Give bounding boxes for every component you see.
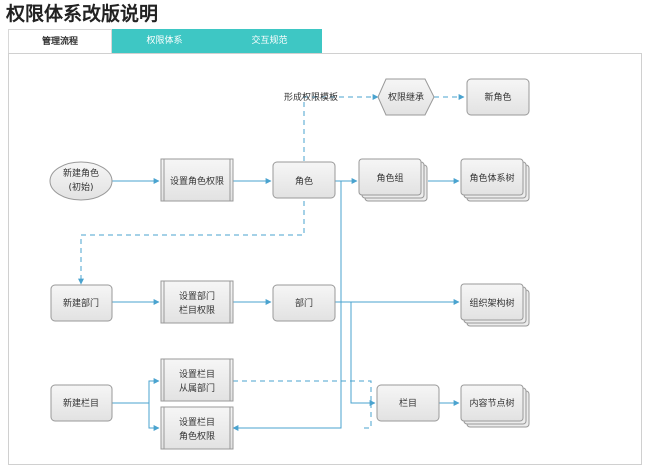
node-new-role-initial-line1: 新建角色 — [63, 167, 99, 179]
edge-newcol-to-setcoldept — [112, 378, 160, 404]
node-new-role-initial — [49, 161, 113, 201]
node-column — [376, 384, 440, 422]
node-new-column — [50, 384, 113, 422]
node-role-group-label: 角色组 — [376, 172, 403, 184]
node-set-column-role-line1: 设置栏目 — [179, 416, 215, 428]
node-dept — [272, 284, 336, 322]
node-set-dept-line1: 设置部门 — [179, 290, 215, 302]
node-role — [272, 161, 336, 199]
tab-permission-system[interactable]: 权限体系 — [112, 29, 217, 53]
node-set-column-dept-line1: 设置栏目 — [179, 368, 215, 380]
diagram-canvas: 新建角色 (初始) 设置角色权限 角色 角色组 角色体系树 形成权限模板 权限继… — [8, 53, 642, 465]
node-new-role — [466, 78, 530, 116]
node-set-dept — [160, 280, 234, 324]
page-title: 权限体系改版说明 — [6, 3, 159, 25]
edge-role-to-inherit — [303, 94, 379, 161]
tab-bar: 管理流程 权限体系 交互规范 — [8, 29, 322, 53]
node-set-column-role-line2: 角色权限 — [179, 430, 215, 442]
node-new-column-label: 新建栏目 — [63, 397, 99, 409]
node-set-dept-line2: 栏目权限 — [179, 304, 215, 316]
node-set-column-role — [160, 406, 234, 450]
node-content-tree-label: 内容节点树 — [469, 397, 514, 409]
node-new-role-initial-line2: (初始) — [68, 181, 93, 193]
node-role-tree — [460, 158, 530, 202]
node-role-group — [358, 158, 428, 202]
node-role-tree-label: 角色体系树 — [469, 172, 514, 184]
node-role-label: 角色 — [295, 175, 313, 187]
node-new-role-label: 新角色 — [484, 91, 511, 103]
edge-newcol-to-setcolrole — [148, 403, 160, 431]
edge-dashed-tail — [361, 403, 372, 429]
node-set-role-perm-label: 设置角色权限 — [170, 175, 224, 187]
edge-setcoldept-to-column — [233, 380, 372, 403]
node-inherit-label: 权限继承 — [388, 91, 424, 103]
edge-role-to-newdept — [78, 201, 305, 285]
edge-dept-to-column — [350, 302, 376, 406]
node-org-tree — [460, 283, 530, 327]
node-set-role-perm — [160, 158, 234, 202]
edge-role-to-setcolrole — [232, 181, 342, 431]
node-inherit — [377, 78, 435, 116]
node-dept-label: 部门 — [295, 297, 313, 309]
node-new-dept — [50, 284, 113, 322]
template-label: 形成权限模板 — [284, 91, 338, 103]
node-set-column-dept — [160, 358, 234, 402]
node-column-label: 栏目 — [399, 397, 417, 409]
node-content-tree — [460, 384, 530, 428]
tab-interaction-spec[interactable]: 交互规范 — [217, 29, 322, 53]
node-new-dept-label: 新建部门 — [63, 297, 99, 309]
node-set-column-dept-line2: 从属部门 — [179, 382, 215, 394]
tab-manage-flow[interactable]: 管理流程 — [8, 29, 112, 53]
flow-diagram: 新建角色 (初始) 设置角色权限 角色 角色组 角色体系树 形成权限模板 权限继… — [49, 78, 530, 450]
node-org-tree-label: 组织架构树 — [469, 297, 514, 309]
